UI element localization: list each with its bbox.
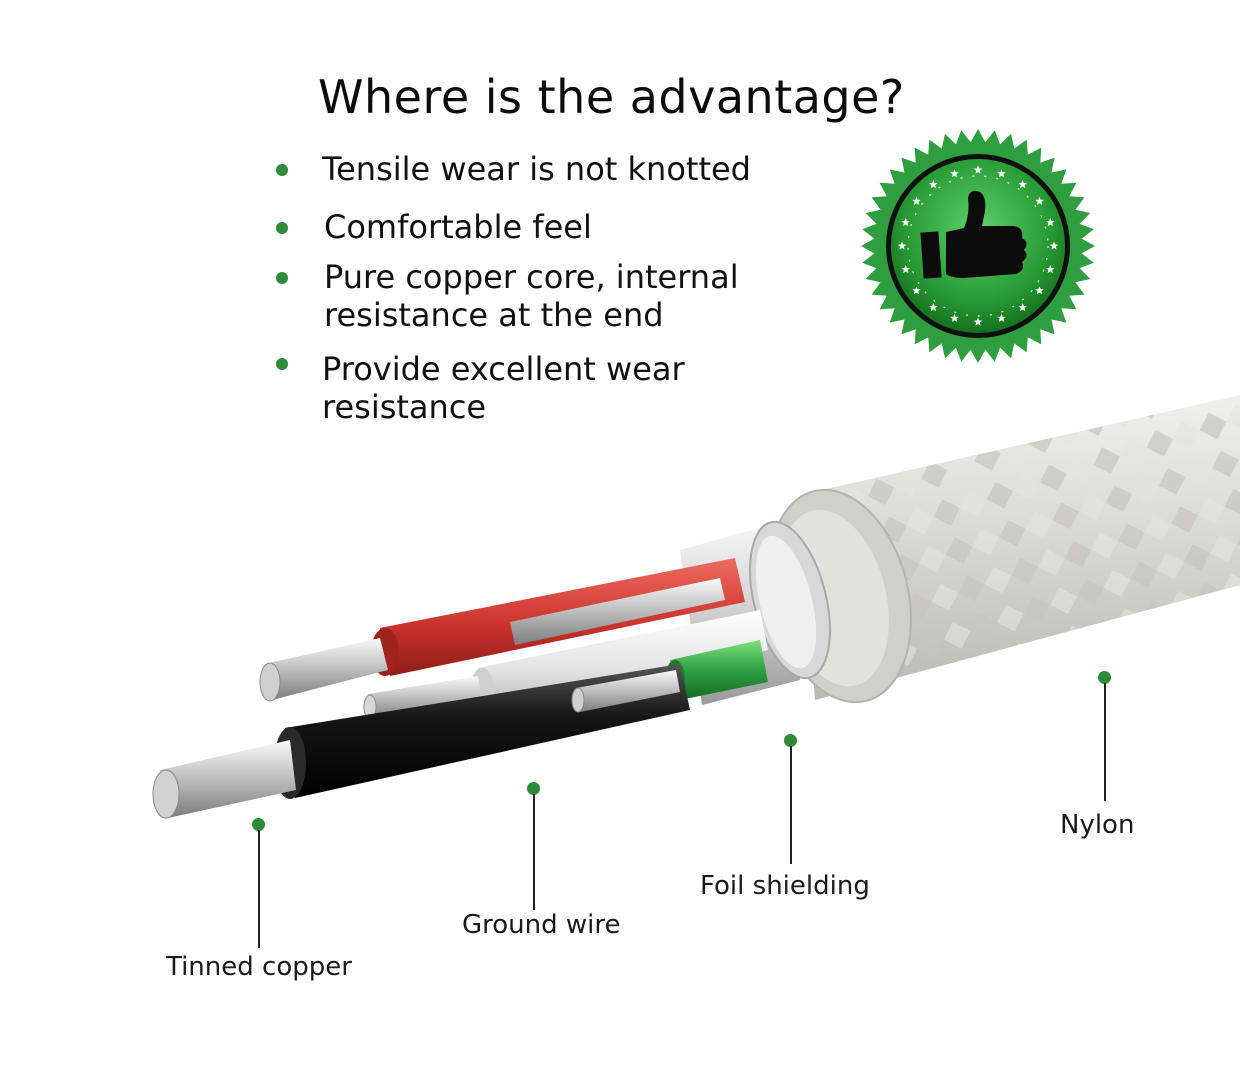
bullet-dot-icon <box>276 164 288 176</box>
star-icon <box>1046 218 1055 227</box>
ground-wire <box>571 670 680 713</box>
star-icon <box>973 317 983 326</box>
star-icon <box>950 169 959 178</box>
pointer-line <box>258 830 260 948</box>
pointer-dot <box>784 734 797 747</box>
star-icon <box>1046 265 1055 274</box>
star-icon <box>1018 303 1027 312</box>
star-icon <box>912 196 921 205</box>
red-wire <box>259 558 745 702</box>
pointer-line <box>1104 683 1106 801</box>
pointer-dot <box>252 818 265 831</box>
page-title: Where is the advantage? <box>318 70 905 124</box>
star-icon <box>901 218 910 227</box>
star-icon <box>997 169 1006 178</box>
star-icon <box>950 313 959 322</box>
star-icon <box>912 286 921 295</box>
pointer-line <box>790 746 792 864</box>
star-icon <box>901 265 910 274</box>
bullet-dot-icon <box>276 272 288 284</box>
quality-badge <box>861 129 1095 363</box>
star-icon <box>973 165 983 174</box>
star-icon <box>1018 180 1027 189</box>
nylon-jacket <box>768 395 1240 704</box>
pointer-dot <box>527 782 540 795</box>
star-icon <box>929 303 938 312</box>
list-item-text: Tensile wear is not knotted <box>322 150 751 188</box>
label-nylon: Nylon <box>1060 810 1135 840</box>
star-icon <box>1035 196 1044 205</box>
bullet-dot-icon <box>276 222 288 234</box>
star-icon <box>897 241 907 250</box>
label-ground-wire: Ground wire <box>462 910 621 940</box>
list-item-text: Comfortable feel <box>324 208 592 246</box>
cable-illustration <box>152 395 1240 819</box>
label-foil-shielding: Foil shielding <box>700 871 870 901</box>
list-item-text: resistance at the end <box>324 296 664 334</box>
star-icon <box>1049 241 1059 250</box>
bullet-dot-icon <box>276 358 288 370</box>
pointer-line <box>533 794 535 910</box>
list-item-text: Provide excellent wear <box>322 350 685 388</box>
star-icon <box>929 180 938 189</box>
label-tinned-copper: Tinned copper <box>166 952 352 982</box>
star-icon <box>1035 286 1044 295</box>
badge-stars <box>897 165 1059 326</box>
pointer-dot <box>1098 671 1111 684</box>
list-item-text: Pure copper core, internal <box>324 258 739 296</box>
star-icon <box>997 313 1006 322</box>
thumbs-up-icon <box>920 190 1027 279</box>
list-item-text: resistance <box>322 388 487 426</box>
